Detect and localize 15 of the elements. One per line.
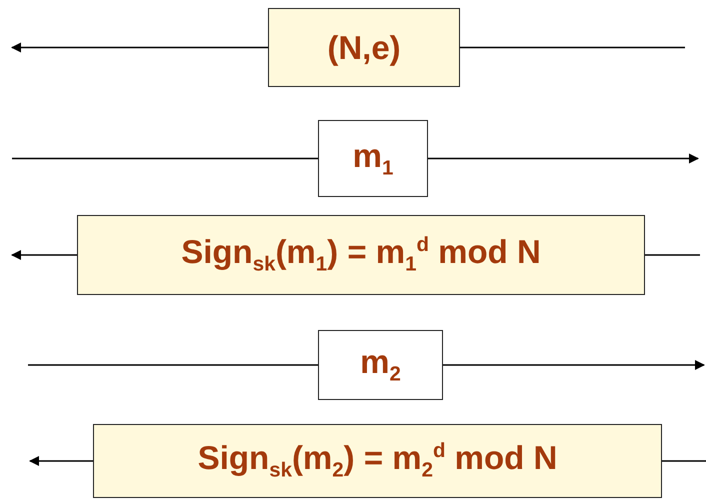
message-text: Sign$_{sk}$(m$_{2}$) = m$_{2}$$^{d}$ mod N: [198, 439, 558, 483]
arrow: [11, 42, 268, 52]
arrow: [11, 250, 77, 260]
message-text: m$_{2}$: [360, 343, 401, 387]
message-box: [77, 215, 645, 295]
message-box: [318, 120, 428, 197]
message-text: m$_{1}$: [352, 136, 394, 180]
message-text: Sign$_{sk}$(m$_{1}$) = m$_{1}$$^{d}$ mod N: [181, 233, 541, 277]
message-box: [93, 424, 662, 498]
arrow: [428, 154, 699, 164]
arrow: [29, 456, 93, 466]
message-box: [318, 330, 443, 400]
message-text: (N,e): [327, 28, 401, 66]
message-box: [268, 8, 460, 87]
arrow: [443, 360, 705, 370]
